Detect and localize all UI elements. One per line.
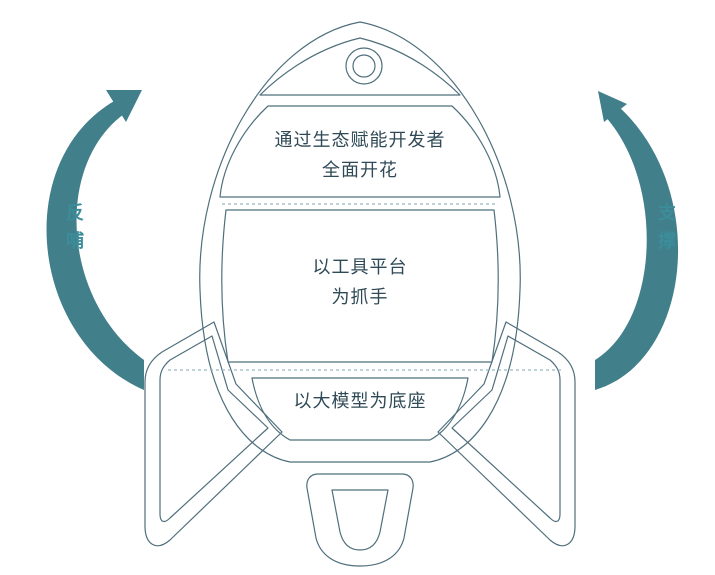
porthole-inner-icon xyxy=(352,54,376,78)
upper-section-panel xyxy=(219,105,501,198)
right-arrow-label: 支 撑 xyxy=(652,200,682,256)
left-feedback-arrowhead xyxy=(106,90,142,122)
right-arrow-label-char1: 支 xyxy=(658,203,676,224)
rocket-nozzle-outer xyxy=(306,473,414,567)
right-wing-inner xyxy=(451,335,561,523)
tier-ecosystem-line2: 全面开花 xyxy=(322,160,398,181)
left-wing-inner xyxy=(159,335,269,523)
right-support-arrowhead xyxy=(598,91,627,122)
tier-tool-platform-line1: 以工具平台 xyxy=(312,257,408,278)
right-wing-outer xyxy=(437,321,576,547)
left-wing-outer xyxy=(144,321,283,547)
rocket-nose-inner xyxy=(259,37,461,96)
left-arrow-label-char2: 哺 xyxy=(66,231,84,252)
tier-ecosystem: 通过生态赋能开发者 全面开花 xyxy=(240,126,480,186)
tier-tool-platform: 以工具平台 为抓手 xyxy=(240,253,480,313)
tier-foundation-model-line1: 以大模型为底座 xyxy=(293,391,427,412)
left-arrow-label: 反 哺 xyxy=(60,200,90,256)
tier-tool-platform-line2: 为抓手 xyxy=(331,287,389,308)
right-arrow-label-char2: 撑 xyxy=(658,231,676,252)
tier-foundation-model: 以大模型为底座 xyxy=(240,387,480,417)
tier-ecosystem-line1: 通过生态赋能开发者 xyxy=(274,130,446,151)
porthole-outer-icon xyxy=(345,47,383,85)
left-feedback-arrow-band xyxy=(46,100,144,390)
right-support-arrow-band xyxy=(595,100,679,390)
rocket-nozzle-inner xyxy=(331,489,389,551)
rocket-body-outer xyxy=(199,21,521,463)
base-section-panel xyxy=(251,377,469,441)
left-arrow-label-char1: 反 xyxy=(66,203,84,224)
